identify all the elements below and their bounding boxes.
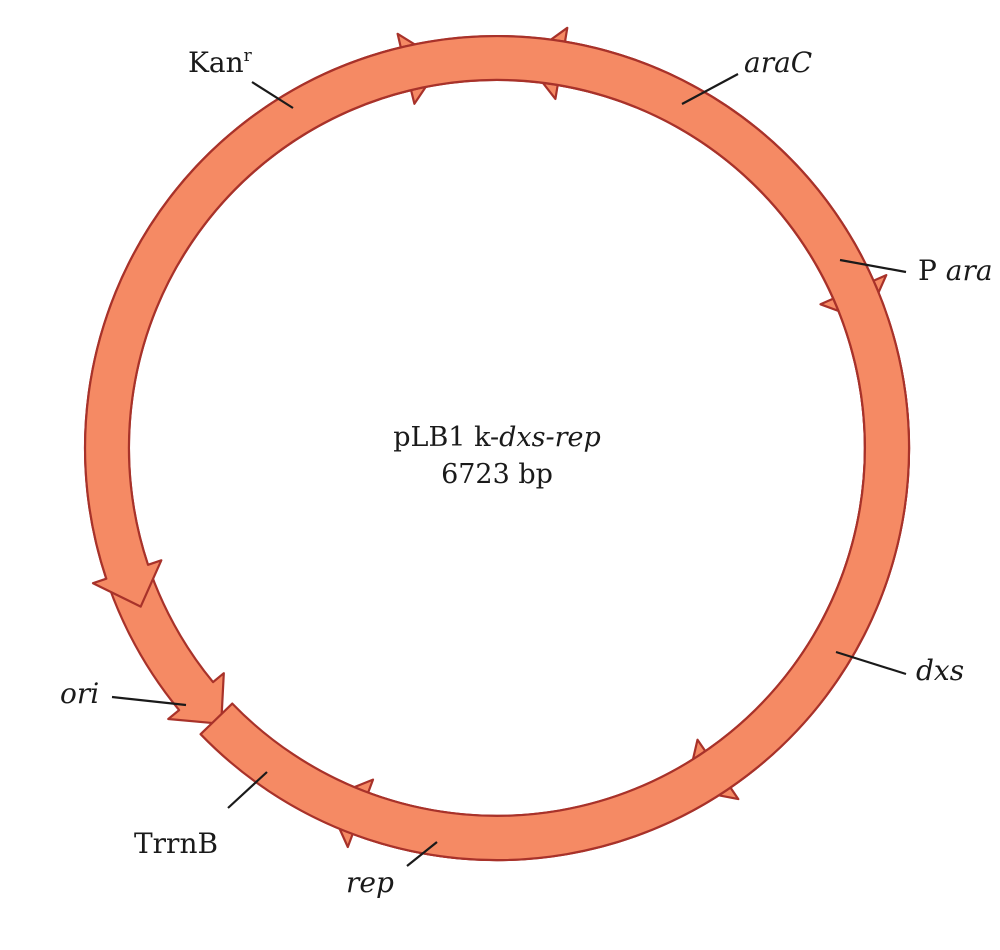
leader-dxs [835,650,907,676]
label-arac: araC [744,46,812,79]
label-ori: ori [60,677,99,710]
feature-labels: Kanr araC P ara dxs rep TrrnB ori [60,46,993,899]
label-kanr: Kanr [188,46,253,79]
leader-lines [111,73,907,867]
feature-arrow-ori [83,35,911,862]
label-rep: rep [346,866,394,899]
plasmid-size: 6723 bp [441,459,553,490]
plasmid-center-label: pLB1 k-dxs-rep 6723 bp [393,422,601,490]
label-para: P ara [918,254,993,287]
label-trrnb: TrrnB [134,827,218,860]
plasmid-name: pLB1 k-dxs-rep [393,422,601,453]
leader-ori [111,695,187,707]
leader-rep [406,841,438,867]
leader-kanr [251,81,294,109]
leader-arac [681,73,739,105]
label-dxs: dxs [916,654,964,687]
leader-trrnb [227,771,268,809]
leader-para [839,258,907,274]
feature-arrows [83,26,911,862]
